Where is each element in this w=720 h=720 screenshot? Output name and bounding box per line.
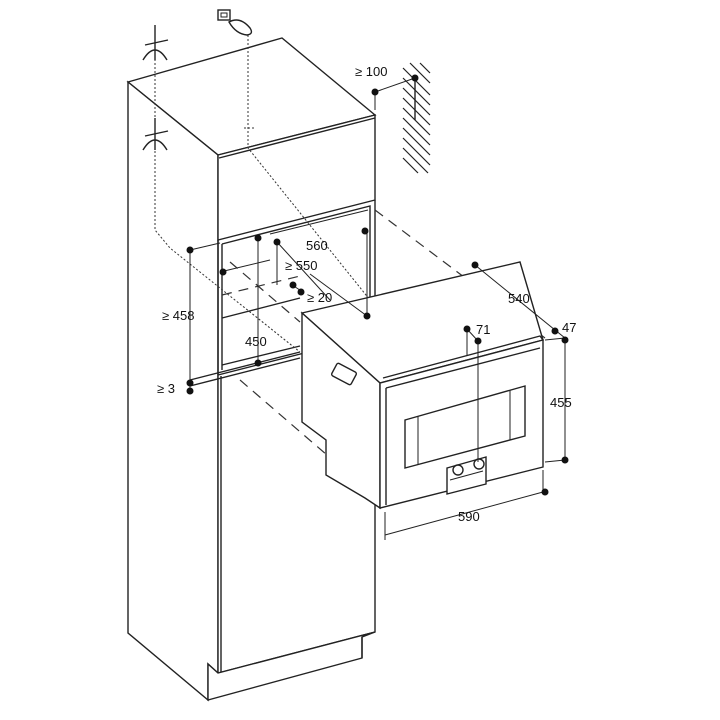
dimension-labels: ≥ 100 560 ≥ 550 ≥ 20 540 47 71 455 590 ≥… <box>157 64 576 524</box>
label-appliance-depth: 540 <box>508 291 530 306</box>
label-niche-height: ≥ 458 <box>162 308 194 323</box>
service-lines <box>154 35 371 353</box>
label-control-offset: 71 <box>476 322 490 337</box>
water-tap-icon <box>142 25 169 151</box>
oven <box>239 209 546 510</box>
oven-knob-left <box>452 464 464 476</box>
label-appliance-width: 590 <box>458 509 480 524</box>
oven-side-handle <box>331 362 357 386</box>
oven-knob-right <box>473 458 485 470</box>
label-shelf-depth: 450 <box>245 334 267 349</box>
label-niche-width: 560 <box>306 238 328 253</box>
oven-window <box>404 385 526 469</box>
label-wall-clearance: ≥ 100 <box>355 64 387 79</box>
dimension-points <box>186 74 569 496</box>
label-shelf-thickness: ≥ 3 <box>157 381 175 396</box>
label-appliance-height: 455 <box>550 395 572 410</box>
label-front-protrusion: 47 <box>562 320 576 335</box>
label-niche-depth: ≥ 550 <box>285 258 317 273</box>
label-top-gap: ≥ 20 <box>307 290 332 305</box>
power-plug-icon <box>217 9 253 36</box>
wall-hatch <box>402 62 431 174</box>
